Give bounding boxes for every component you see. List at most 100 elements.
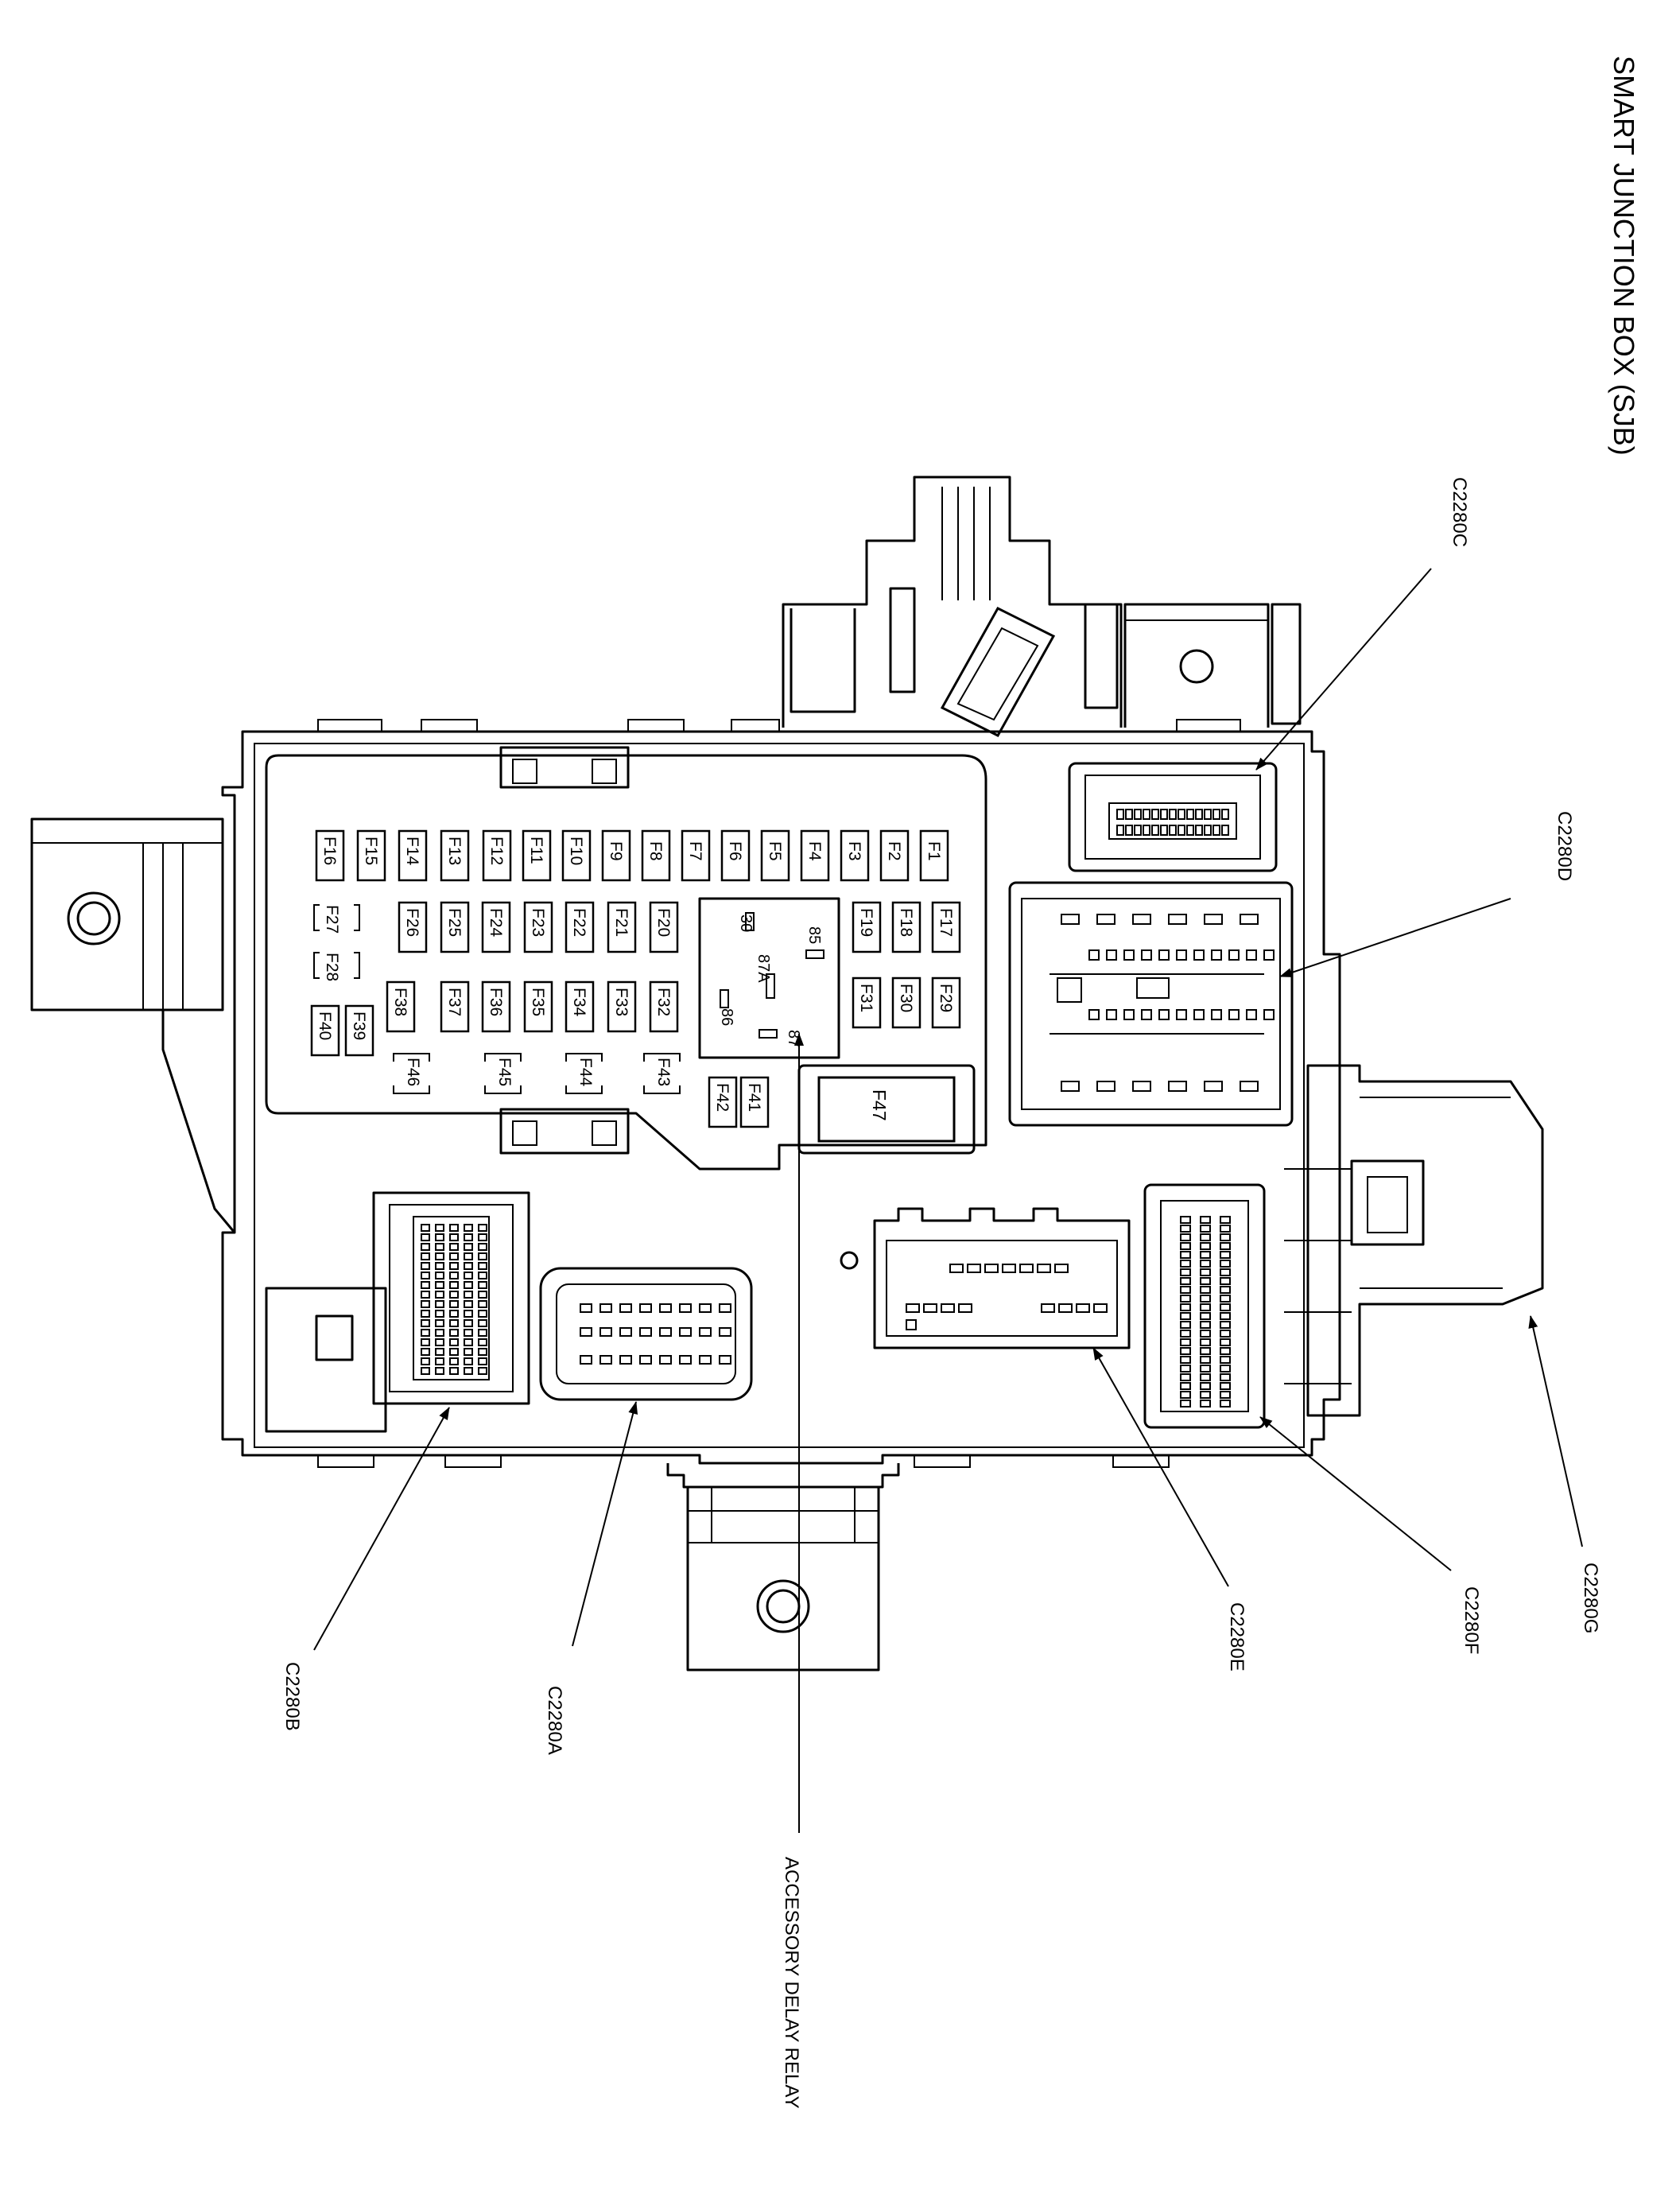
label-c2280g: C2280G: [1580, 1563, 1601, 1633]
connector-pin: [1246, 949, 1257, 961]
connector-pin: [435, 1281, 444, 1289]
connector-pin: [449, 1367, 459, 1375]
connector-pin: [449, 1262, 459, 1270]
connector-c2280a: [539, 1267, 753, 1401]
connector-pin: [1180, 1391, 1191, 1399]
fuse-f23: F23: [523, 901, 553, 953]
connector-pin: [967, 1264, 981, 1273]
top-mounting-bracket: [782, 476, 1123, 728]
connector-pin: [421, 1281, 430, 1289]
connector-c2280d: [1008, 881, 1294, 1127]
connector-pin: [464, 1243, 473, 1251]
connector-pin: [421, 1291, 430, 1299]
connector-pin: [699, 1327, 712, 1337]
connector-pin: [1263, 1009, 1275, 1020]
connector-pin: [580, 1303, 592, 1313]
connector-pin: [421, 1300, 430, 1308]
connector-pin: [719, 1355, 731, 1365]
connector-pin: [1123, 949, 1135, 961]
connector-pin: [679, 1355, 692, 1365]
fuse-f41: F41: [739, 1076, 770, 1128]
diagram-title: SMART JUNCTION BOX (SJB): [1608, 56, 1640, 456]
connector-pin: [659, 1327, 672, 1337]
svg-text:F33: F33: [612, 988, 630, 1016]
fuse-f36: F36: [481, 980, 511, 1033]
connector-pin: [421, 1233, 430, 1241]
connector-pin: [1200, 1365, 1211, 1373]
connector-pin: [1246, 1009, 1257, 1020]
label-c2280f: C2280F: [1461, 1586, 1482, 1654]
svg-text:F5: F5: [766, 841, 784, 861]
connector-pin: [449, 1338, 459, 1346]
connector-pin: [478, 1224, 487, 1232]
svg-text:F46: F46: [404, 1058, 422, 1086]
connector-pin: [449, 1291, 459, 1299]
connector-pin: [659, 1303, 672, 1313]
connector-pin: [1193, 1009, 1205, 1020]
connector-pin: [1240, 1081, 1259, 1092]
connector-pin: [435, 1319, 444, 1327]
fuse-f37: F37: [440, 980, 470, 1033]
connector-pin: [1132, 914, 1151, 925]
connector-pin: [1200, 1312, 1211, 1320]
svg-text:F39: F39: [350, 1011, 368, 1040]
connector-pin: [1093, 1303, 1108, 1313]
connector-pin: [1178, 825, 1185, 836]
connector-pin: [719, 1327, 731, 1337]
connector-pin: [639, 1327, 652, 1337]
connector-pin: [1220, 1400, 1231, 1408]
connector-pin: [1220, 1391, 1231, 1399]
fuse-f20: F20: [649, 901, 679, 953]
connector-pin: [435, 1243, 444, 1251]
connector-pin: [1220, 1260, 1231, 1268]
fuse-f30: F30: [891, 977, 921, 1029]
svg-text:F43: F43: [654, 1058, 673, 1086]
fuse-f22: F22: [565, 901, 595, 953]
connector-pin: [435, 1310, 444, 1318]
housing-outline: [221, 730, 1341, 1465]
connector-pin: [421, 1319, 430, 1327]
connector-pin: [1200, 1277, 1211, 1285]
connector-pin: [1180, 1295, 1191, 1303]
fuse-f2: F2: [879, 829, 910, 882]
connector-pin: [1061, 1081, 1080, 1092]
connector-pin: [478, 1281, 487, 1289]
connector-c2280e: [840, 1207, 1131, 1349]
svg-text:F23: F23: [529, 908, 547, 937]
fuse-f33: F33: [607, 980, 637, 1033]
fuse-f15: F15: [356, 829, 386, 882]
fuse-f1: F1: [919, 829, 949, 882]
connector-pin: [1220, 1242, 1231, 1250]
svg-text:F40: F40: [316, 1011, 334, 1040]
svg-text:F6: F6: [726, 841, 744, 861]
connector-pin: [1200, 1242, 1211, 1250]
connector-pin: [478, 1338, 487, 1346]
connector-pin: [1212, 825, 1220, 836]
connector-pin: [1220, 1225, 1231, 1233]
svg-text:F42: F42: [713, 1083, 731, 1112]
connector-pin: [906, 1319, 917, 1330]
connector-pin: [1123, 1009, 1135, 1020]
connector-pin: [1200, 1338, 1211, 1346]
connector-pin: [421, 1338, 430, 1346]
connector-pin: [478, 1300, 487, 1308]
connector-pin: [1220, 1338, 1231, 1346]
bottom-mounting-ear: [666, 1463, 900, 1672]
connector-pin: [1200, 1225, 1211, 1233]
connector-pin: [1220, 1277, 1231, 1285]
connector-pin: [1134, 809, 1142, 820]
fuse-f12: F12: [482, 829, 512, 882]
svg-text:87A: 87A: [755, 954, 772, 983]
connector-pin: [435, 1233, 444, 1241]
connector-pin: [1200, 1303, 1211, 1311]
connector-pin: [1211, 949, 1222, 961]
connector-pin: [1178, 809, 1185, 820]
fuse-f32: F32: [649, 980, 679, 1033]
fuse-f24: F24: [481, 901, 511, 953]
svg-text:F18: F18: [897, 908, 915, 937]
connector-pin: [478, 1272, 487, 1279]
connector-pin: [449, 1272, 459, 1279]
connector-pin: [923, 1303, 937, 1313]
connector-pin: [449, 1348, 459, 1356]
connector-pin: [1058, 1303, 1073, 1313]
